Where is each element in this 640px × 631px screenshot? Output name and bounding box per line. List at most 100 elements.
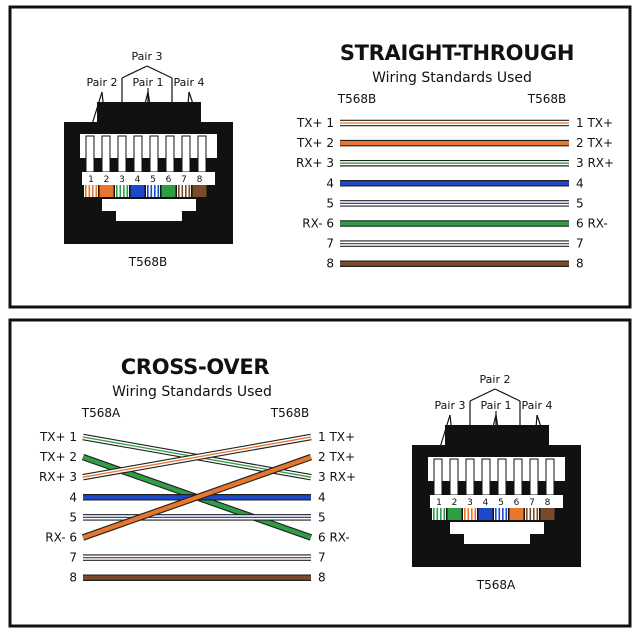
jack-bottom-contact <box>513 458 523 496</box>
st-right-pin-label: 6 RX- <box>576 217 608 231</box>
jack-top-latch <box>102 199 196 221</box>
co-right-pin-label: 7 <box>318 551 326 565</box>
co-left-pin-label: TX+ 1 <box>39 430 77 444</box>
straight-left-standard: T568B <box>337 92 376 106</box>
st-right-pin-label: 4 <box>576 176 584 190</box>
jack-bottom-pair-label: Pair 4 <box>522 399 553 412</box>
st-left-pin-label: 5 <box>326 196 334 210</box>
jack-bottom-pin-number: 3 <box>467 498 473 508</box>
jack-top-pin-number: 6 <box>166 175 172 185</box>
st-left-pin-label: 4 <box>326 176 334 190</box>
jack-top-pair-label: Pair 1 <box>133 76 164 89</box>
straight-right-labels: 1 TX+2 TX+3 RX+456 RX-78 <box>576 116 614 271</box>
jack-top-contact <box>117 135 127 173</box>
st-left-pin-label: TX+ 1 <box>296 116 334 130</box>
jack-bottom-pin-color <box>540 508 555 520</box>
jack-top-pin-number: 7 <box>181 175 187 185</box>
jack-bottom-pin-number: 5 <box>498 498 504 508</box>
jack-top-pin-number: 4 <box>135 175 141 185</box>
jack-top-contact <box>197 135 207 173</box>
jack-bottom-contact <box>529 458 539 496</box>
jack-bottom-pin-number: 4 <box>483 498 489 508</box>
crossover-subtitle: Wiring Standards Used <box>112 384 272 400</box>
co-right-pin-label: 1 TX+ <box>318 430 355 444</box>
jack-top-contact <box>165 135 175 173</box>
jack-bottom-pin-number: 6 <box>514 498 520 508</box>
jack-bottom-pin-color <box>463 508 477 520</box>
co-right-pin-label: 5 <box>318 510 326 524</box>
straight-right-standard: T568B <box>527 92 566 106</box>
jack-top-pair-label: Pair 4 <box>174 76 205 89</box>
jack-top-pin-number: 1 <box>88 175 94 185</box>
jack-bottom-contact <box>433 458 443 496</box>
jack-top-pin-color <box>115 185 129 197</box>
co-wire <box>81 454 313 541</box>
jack-bottom-pair-label: Pair 1 <box>481 399 512 412</box>
jack-top-contact <box>133 135 143 173</box>
jack-bottom-pin-number: 2 <box>452 498 458 508</box>
jack-top-contact <box>149 135 159 173</box>
crossover-panel <box>8 318 632 628</box>
jack-bottom-pin-color <box>447 508 462 520</box>
jack-bottom-caption: T568A <box>476 578 516 592</box>
jack-bottom-pair-label: Pair 3 <box>435 399 466 412</box>
jack-bottom-pin-number: 8 <box>545 498 551 508</box>
co-left-pin-label: 7 <box>69 551 77 565</box>
jack-top-pin-color <box>177 185 191 197</box>
jack-bottom-pin-number: 7 <box>529 498 535 508</box>
jack-top-pin-number: 2 <box>104 175 110 185</box>
crossover-right-standard: T568B <box>270 406 309 420</box>
crossover-left-standard: T568A <box>81 406 121 420</box>
jack-top-contact <box>181 135 191 173</box>
straight-wires <box>340 119 569 267</box>
jack-top-pin-color <box>161 185 176 197</box>
co-left-pin-label: 4 <box>69 490 77 504</box>
jack-top-caption: T568B <box>128 255 167 269</box>
jack-top-pin-number: 5 <box>150 175 156 185</box>
st-right-pin-label: 1 TX+ <box>576 116 613 130</box>
jack-bottom-pin-color <box>509 508 524 520</box>
straight-through-panel <box>8 5 632 309</box>
st-right-pin-label: 7 <box>576 237 584 251</box>
co-right-pin-label: 6 RX- <box>318 531 350 545</box>
st-left-pin-label: RX+ 3 <box>296 156 334 170</box>
jack-top-pin-number: 8 <box>197 175 203 185</box>
co-left-pin-label: TX+ 2 <box>39 450 77 464</box>
st-left-pin-label: RX- 6 <box>302 217 334 231</box>
st-right-pin-label: 5 <box>576 196 584 210</box>
jack-top-pair-label-top: Pair 3 <box>132 50 163 63</box>
co-right-pin-label: 8 <box>318 571 326 585</box>
co-left-pin-label: RX- 6 <box>45 531 77 545</box>
jack-bottom-latch <box>450 522 544 544</box>
co-left-pin-label: 5 <box>69 510 77 524</box>
co-right-pin-label: 2 TX+ <box>318 450 355 464</box>
crossover-right-labels: 1 TX+2 TX+3 RX+456 RX-78 <box>318 430 356 585</box>
st-right-pin-label: 2 TX+ <box>576 136 613 150</box>
jack-bottom-pin-color <box>432 508 446 520</box>
jack-top-pin-color <box>84 185 98 197</box>
jack-bottom-contact <box>465 458 475 496</box>
jack-bottom-contact <box>497 458 507 496</box>
jack-top-pin-color <box>99 185 114 197</box>
co-left-pin-label: RX+ 3 <box>39 470 77 484</box>
jack-bottom-contact <box>449 458 459 496</box>
jack-top-pin-color <box>192 185 207 197</box>
crossover-wires <box>81 433 313 581</box>
st-right-pin-label: 8 <box>576 257 584 271</box>
straight-subtitle: Wiring Standards Used <box>372 70 532 86</box>
jack-bottom-contact <box>545 458 555 496</box>
jack-top-pin-number: 3 <box>119 175 125 185</box>
jack-top-pin-color <box>130 185 145 197</box>
jack-top-pair-label: Pair 2 <box>87 76 118 89</box>
jack-bottom-pair-label-top: Pair 2 <box>480 373 511 386</box>
jack-bottom-contact <box>481 458 491 496</box>
crossover-title: CROSS-OVER <box>121 355 270 379</box>
jack-bottom-pin-color <box>525 508 539 520</box>
straight-title: STRAIGHT-THROUGH <box>340 41 574 65</box>
st-left-pin-label: TX+ 2 <box>296 136 334 150</box>
jack-top-contact <box>85 135 95 173</box>
